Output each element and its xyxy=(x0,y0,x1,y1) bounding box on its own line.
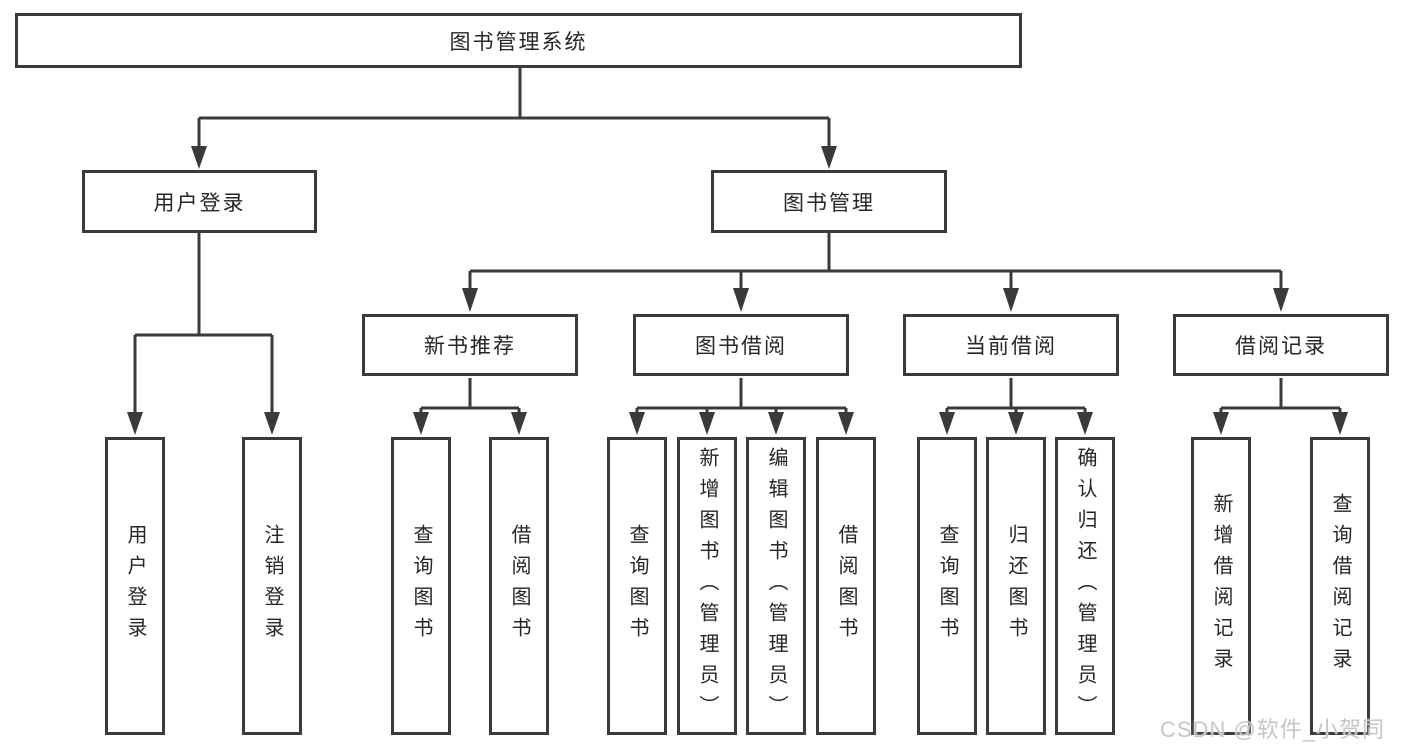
connector-book-management-children xyxy=(462,233,1289,312)
leaf-query-book-current: 查询图书 xyxy=(917,437,977,735)
node-label: 新增图书（管理员） xyxy=(696,446,718,726)
leaf-query-book-borrow: 查询图书 xyxy=(607,437,667,735)
node-current-borrow: 当前借阅 xyxy=(903,314,1119,376)
arrowhead-icon xyxy=(1077,412,1093,435)
node-label: 图书管理 xyxy=(783,191,875,215)
node-borrow-records: 借阅记录 xyxy=(1173,314,1389,376)
node-label: 注销登录 xyxy=(261,524,283,648)
leaf-borrow-book: 借阅图书 xyxy=(816,437,876,735)
leaf-query-book-recommend: 查询图书 xyxy=(391,437,451,735)
leaf-edit-book-admin: 编辑图书（管理员） xyxy=(746,437,806,735)
leaf-add-borrow-record: 新增借阅记录 xyxy=(1191,437,1251,735)
connector-user-login-children xyxy=(127,233,280,435)
arrowhead-icon xyxy=(191,146,207,169)
node-book-borrow: 图书借阅 xyxy=(633,314,849,376)
node-label: 图书借阅 xyxy=(695,335,787,358)
arrowhead-icon xyxy=(1332,412,1348,435)
leaf-confirm-return-admin: 确认归还（管理员） xyxy=(1055,437,1115,735)
leaf-borrow-book-recommend: 借阅图书 xyxy=(489,437,549,735)
arrowhead-icon xyxy=(1273,288,1289,312)
connector-borrow-records-children xyxy=(1213,378,1348,435)
arrowhead-icon xyxy=(821,146,837,169)
node-label: 归还图书 xyxy=(1005,524,1027,648)
arrowhead-icon xyxy=(511,412,527,435)
node-book-management: 图书管理 xyxy=(711,170,947,233)
node-label: 确认归还（管理员） xyxy=(1074,446,1096,726)
node-label: 当前借阅 xyxy=(965,335,1057,358)
node-label: 编辑图书（管理员） xyxy=(765,446,787,726)
node-label: 查询图书 xyxy=(626,524,648,648)
arrowhead-icon xyxy=(127,412,143,435)
connector-new-book-recommend-children xyxy=(413,378,527,435)
leaf-add-book-admin: 新增图书（管理员） xyxy=(677,437,737,735)
arrowhead-icon xyxy=(1213,412,1229,435)
arrowhead-icon xyxy=(629,412,645,435)
node-label: 借阅记录 xyxy=(1235,335,1327,358)
arrowhead-icon xyxy=(733,288,749,312)
node-label: 查询图书 xyxy=(410,524,432,648)
arrowhead-icon xyxy=(838,412,854,435)
node-new-book-recommend: 新书推荐 xyxy=(362,314,578,376)
arrowhead-icon xyxy=(1003,288,1019,312)
node-root-library-system: 图书管理系统 xyxy=(15,13,1022,68)
arrowhead-icon xyxy=(462,288,478,312)
node-label: 借阅图书 xyxy=(508,524,530,648)
node-label: 查询图书 xyxy=(936,524,958,648)
node-label: 图书管理系统 xyxy=(449,30,588,54)
node-label: 用户登录 xyxy=(124,524,146,648)
leaf-user-login: 用户登录 xyxy=(105,437,165,735)
leaf-query-borrow-record: 查询借阅记录 xyxy=(1310,437,1370,735)
connector-current-borrow-children xyxy=(939,378,1093,435)
leaf-logout: 注销登录 xyxy=(242,437,302,735)
connector-root-to-level2 xyxy=(191,68,837,169)
arrowhead-icon xyxy=(413,412,429,435)
arrowhead-icon xyxy=(699,412,715,435)
arrowhead-icon xyxy=(939,412,955,435)
arrowhead-icon xyxy=(768,412,784,435)
node-label: 查询借阅记录 xyxy=(1329,493,1351,679)
node-label: 新书推荐 xyxy=(424,335,516,358)
node-label: 用户登录 xyxy=(153,191,246,215)
csdn-watermark: CSDN @软件_小贺同学 xyxy=(1160,717,1386,742)
node-label: 借阅图书 xyxy=(835,524,857,648)
leaf-return-book: 归还图书 xyxy=(986,437,1046,735)
connector-book-borrow-children xyxy=(629,378,854,435)
arrowhead-icon xyxy=(1008,412,1024,435)
arrowhead-icon xyxy=(264,412,280,435)
node-user-login: 用户登录 xyxy=(82,170,317,233)
node-label: 新增借阅记录 xyxy=(1210,493,1232,679)
